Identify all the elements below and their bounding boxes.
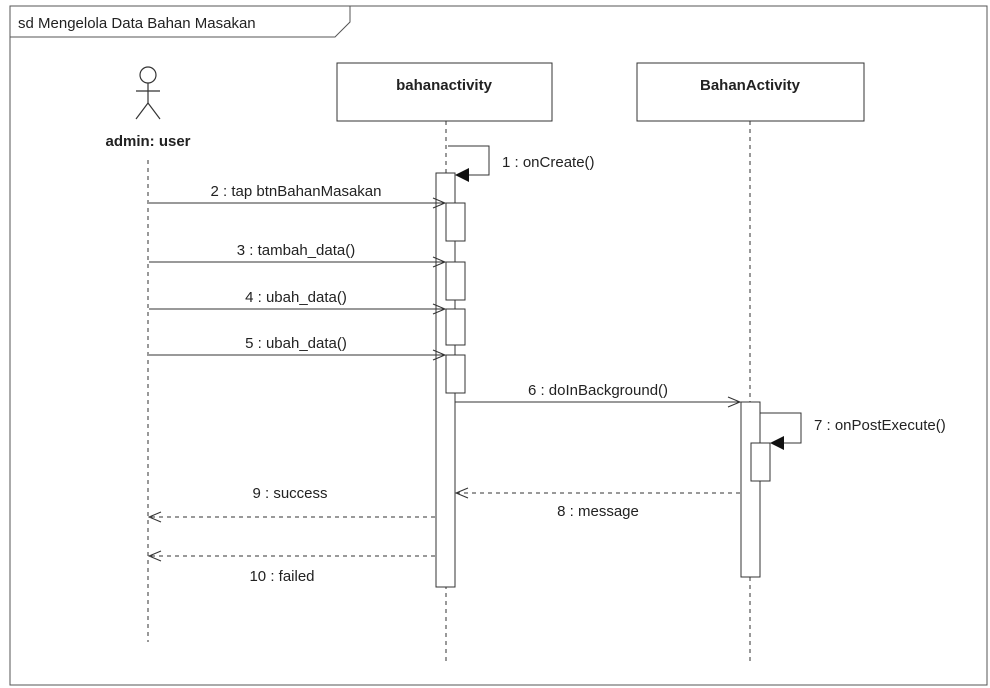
message-label-tap-btn: 2 : tap btnBahanMasakan [211,183,382,200]
lifeline-label-bahanactivity: bahanactivity [396,77,493,94]
activation-bar-msg4 [445,308,466,346]
message-label-success: 9 : success [252,485,327,502]
frame-title-tab [9,5,351,38]
message-arrow-oncreate [448,145,490,182]
lifeline-label-BahanActivity: BahanActivity [700,77,801,94]
message-label-on-post-execute: 7 : onPostExecute() [814,417,946,434]
lifeline-box-bahanactivity [336,62,553,122]
activation-bar-msg3 [445,261,466,301]
message-label-ubah-data-1: 4 : ubah_data() [245,289,347,306]
actor-stick-figure-icon [135,66,161,120]
activation-bar-msg2 [445,202,466,242]
message-label-tambah-data: 3 : tambah_data() [237,242,355,259]
lifeline-box-BahanActivity [636,62,865,122]
activation-bar-msg5 [445,354,466,394]
message-arrow-on-post-execute [760,412,802,450]
sequence-frame [9,5,988,686]
message-label-oncreate: 1 : onCreate() [502,154,595,171]
message-label-do-in-background: 6 : doInBackground() [528,382,668,399]
frame-title: sd Mengelola Data Bahan Masakan [18,15,256,32]
actor-label: admin: user [105,133,190,150]
message-label-message: 8 : message [557,503,639,520]
message-label-failed: 10 : failed [249,568,314,585]
activation-bar-post-execute [750,442,771,482]
message-label-ubah-data-2: 5 : ubah_data() [245,335,347,352]
activation-bar-background [740,401,761,578]
